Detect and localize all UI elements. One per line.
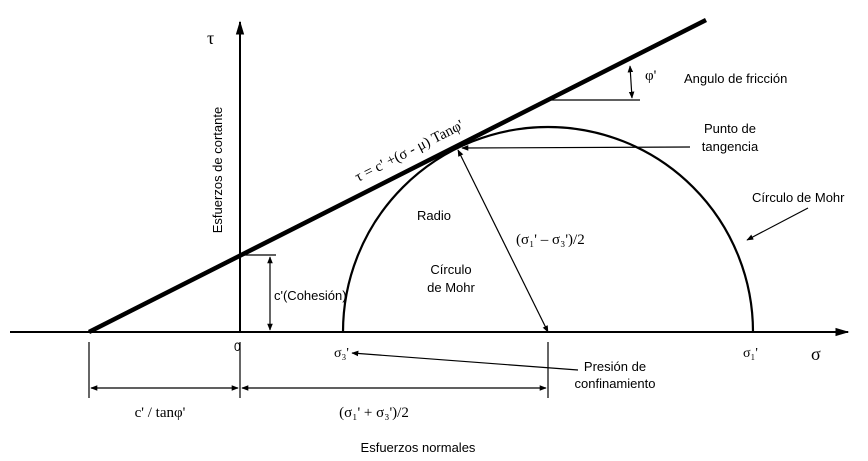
center-formula-label: (σ₁' + σ₃')/2 [339,405,409,421]
sigma-axis-label: σ [811,344,821,364]
sigma3-label: σ₃' [334,346,349,361]
mohr-circle [341,125,755,333]
mohr-circle-right-label: Círculo de Mohr [752,190,845,205]
horizontal-axis-title: Esfuerzos normales [361,440,476,455]
sigma1-label: σ₁' [743,346,758,361]
c-over-tan-label: c' / tanφ' [135,405,186,421]
failure-envelope [87,17,708,335]
mohr-circle-inner-line1: Círculo [430,262,471,277]
tangency-label-line2: tangencia [702,139,759,154]
radius-formula: (σ₁' – σ₃')/2 [516,232,585,248]
confinement-label-line1: Presión de [584,359,646,374]
cohesion-label: c'(Cohesión) [274,288,347,303]
mohr-circle-inner-line2: de Mohr [427,280,475,295]
mohr-circle-pointer-arrow [746,207,809,241]
friction-angle-arrow [627,65,635,99]
confinement-label-line2: confinamiento [575,376,656,391]
tangency-pointer-arrow [461,145,691,151]
friction-angle-label: Angulo de fricción [684,71,787,86]
phi-label: φ' [645,68,657,84]
tangency-label-line1: Punto de [704,121,756,136]
vertical-axis-title: Esfuerzos de cortante [210,107,225,233]
tau-axis-label: τ [207,28,214,48]
confinement-pointer-arrow [351,350,579,371]
origin-label: 0 [234,340,241,354]
radius-label: Radio [417,208,451,223]
radius-arrow [457,149,549,333]
